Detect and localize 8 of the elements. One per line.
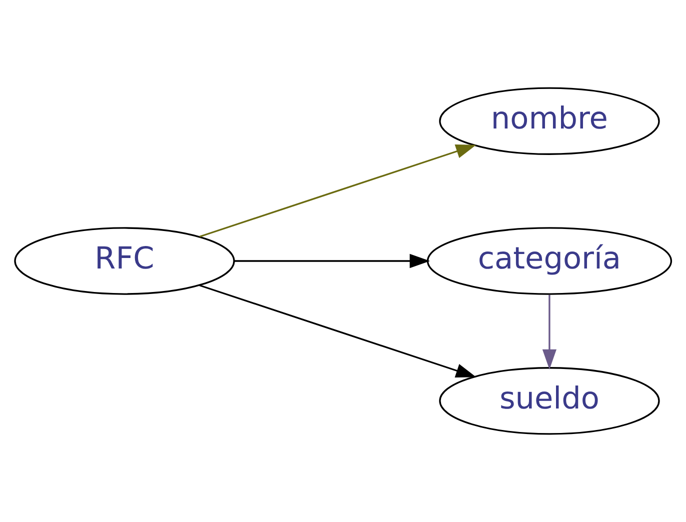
node-ellipse: sueldo [439, 367, 660, 435]
node-ellipse: categoría [426, 227, 672, 295]
arrow [234, 254, 430, 268]
arrow [542, 294, 557, 370]
arrow [199, 284, 476, 378]
arrow [199, 144, 476, 238]
node-ellipse: nombre [439, 87, 660, 155]
node-ellipse: RFC [14, 227, 235, 295]
